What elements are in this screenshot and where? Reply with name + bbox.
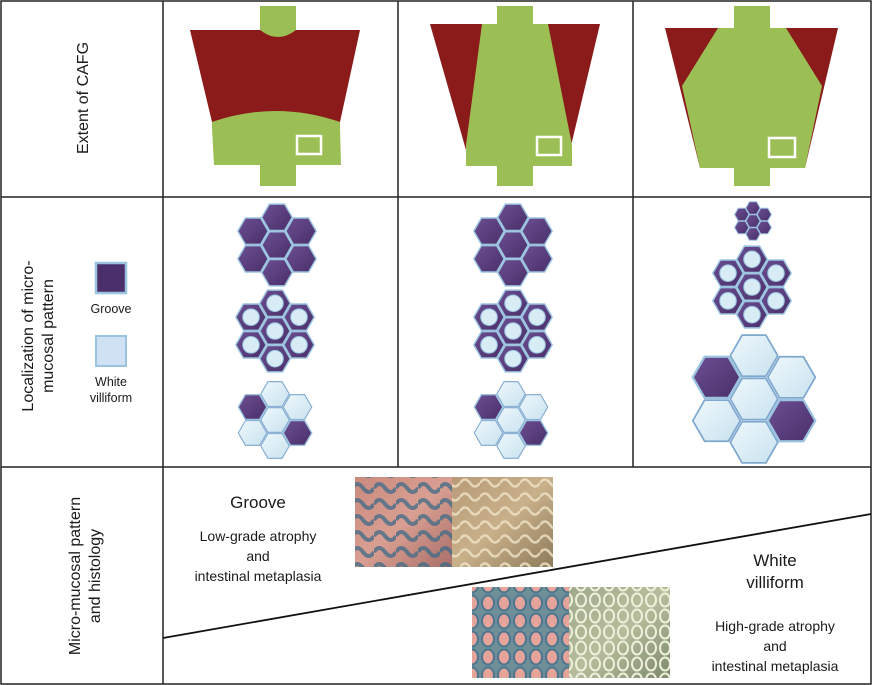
- groove-hexagon: [236, 244, 270, 273]
- biopsy-site-box: [767, 136, 797, 159]
- legend-groove-swatch: [94, 261, 128, 295]
- legend-white-label-line2: villiform: [90, 391, 132, 405]
- biopsy-site-box: [295, 134, 323, 156]
- groove-hexagon: [236, 217, 270, 246]
- groove-hexagon: [518, 419, 549, 446]
- groove-hexagon: [473, 394, 504, 421]
- row-label-extent: Extent of CAFG: [75, 42, 92, 154]
- groove-hexagon: [237, 394, 268, 421]
- villus-dot: [528, 308, 546, 326]
- row-label-localization-line1: Localization of micro-: [20, 260, 37, 411]
- legend-white-label-line1: White: [95, 375, 127, 389]
- villus-dot: [504, 322, 522, 340]
- groove-histology-image: [452, 477, 553, 567]
- groove-hexagon: [496, 258, 530, 287]
- groove-hexagon: [472, 217, 506, 246]
- villus-dot: [290, 336, 308, 354]
- villus-dot: [480, 308, 498, 326]
- groove-desc-line3: intestinal metaplasia: [195, 568, 322, 584]
- legend-groove-label: Groove: [91, 302, 132, 316]
- white-villi-hexagon: [729, 377, 779, 421]
- groove-hexagon: [260, 258, 294, 287]
- villus-dot: [504, 349, 522, 368]
- groove-hexagon: [496, 203, 530, 232]
- villus-dot: [480, 336, 498, 354]
- groove-hexagon: [284, 217, 318, 246]
- white-villi-hexagon: [729, 334, 779, 378]
- white-desc-line1: High-grade atrophy: [715, 618, 835, 634]
- villus-dot: [266, 294, 284, 313]
- villus-dot: [266, 322, 284, 340]
- white-villi-hexagon: [729, 420, 779, 464]
- groove-hexagon: [745, 227, 761, 241]
- groove-hexagon: [260, 231, 294, 259]
- micro-mucosal-hex-clusters: [234, 201, 817, 464]
- white-villi-hexagon: [691, 399, 742, 443]
- diagonal-divider: [162, 513, 872, 639]
- villus-dot: [242, 308, 260, 326]
- row-label-pattern-line1: Micro-mucosal pattern: [67, 497, 84, 655]
- groove-hexagon: [734, 207, 750, 222]
- groove-hexagon: [745, 201, 761, 215]
- white-villi-hexagon: [518, 394, 549, 420]
- villus-dot: [266, 349, 284, 368]
- legend-white-swatch: [95, 335, 127, 367]
- groove-hexagon: [691, 355, 742, 400]
- groove-hexagon: [766, 398, 817, 443]
- villiform-endoscopy-image: [472, 587, 569, 678]
- villus-dot: [719, 264, 737, 282]
- groove-hexagon: [756, 207, 772, 222]
- white-villi-hexagon: [237, 420, 268, 446]
- villus-dot: [743, 305, 761, 324]
- white-desc-line3: intestinal metaplasia: [712, 658, 839, 674]
- villus-dot: [290, 308, 308, 326]
- white-title-line1: White: [753, 551, 796, 570]
- white-villi-hexagon: [496, 381, 526, 407]
- groove-hexagon: [496, 231, 530, 259]
- row-label-localization-line2: mucosal pattern: [40, 279, 57, 393]
- villus-dot: [719, 292, 737, 310]
- white-villi-hexagon: [260, 381, 290, 407]
- villus-dot: [743, 250, 761, 269]
- groove-hexagon: [756, 220, 772, 235]
- white-desc-line2: and: [763, 638, 786, 654]
- groove-hexagon: [472, 244, 506, 273]
- biopsy-site-box: [535, 135, 563, 157]
- row-label-pattern-line2: and histology: [87, 529, 104, 623]
- groove-title: Groove: [230, 493, 286, 512]
- legend: Groove White villiform: [90, 261, 132, 405]
- villus-dot: [767, 264, 785, 282]
- groove-desc-line2: and: [246, 548, 269, 564]
- groove-endoscopy-image: [355, 477, 452, 567]
- villus-dot: [528, 336, 546, 354]
- villus-dot: [743, 278, 761, 296]
- groove-hexagon: [745, 214, 761, 228]
- stomach-diagram-2: [430, 6, 600, 186]
- white-villi-hexagon: [260, 433, 290, 459]
- white-title-line2: villiform: [746, 573, 804, 592]
- groove-hexagon: [734, 220, 750, 235]
- groove-hexagon: [260, 203, 294, 232]
- white-villi-hexagon: [473, 420, 504, 446]
- groove-hexagon: [520, 244, 554, 273]
- white-villi-hexagon: [260, 407, 290, 433]
- groove-hexagon: [282, 419, 313, 446]
- groove-hexagon: [520, 217, 554, 246]
- villus-dot: [767, 292, 785, 310]
- white-villi-hexagon: [282, 394, 313, 420]
- stomach-diagram-3: [665, 6, 838, 186]
- white-villi-hexagon: [496, 433, 526, 459]
- villus-dot: [504, 294, 522, 313]
- stomach-diagram-1: [190, 6, 360, 186]
- white-villi-hexagon: [496, 407, 526, 433]
- villiform-histology-image: [569, 587, 670, 678]
- villus-dot: [242, 336, 260, 354]
- white-villi-hexagon: [766, 355, 817, 399]
- groove-hexagon: [284, 244, 318, 273]
- groove-desc-line1: Low-grade atrophy: [200, 528, 317, 544]
